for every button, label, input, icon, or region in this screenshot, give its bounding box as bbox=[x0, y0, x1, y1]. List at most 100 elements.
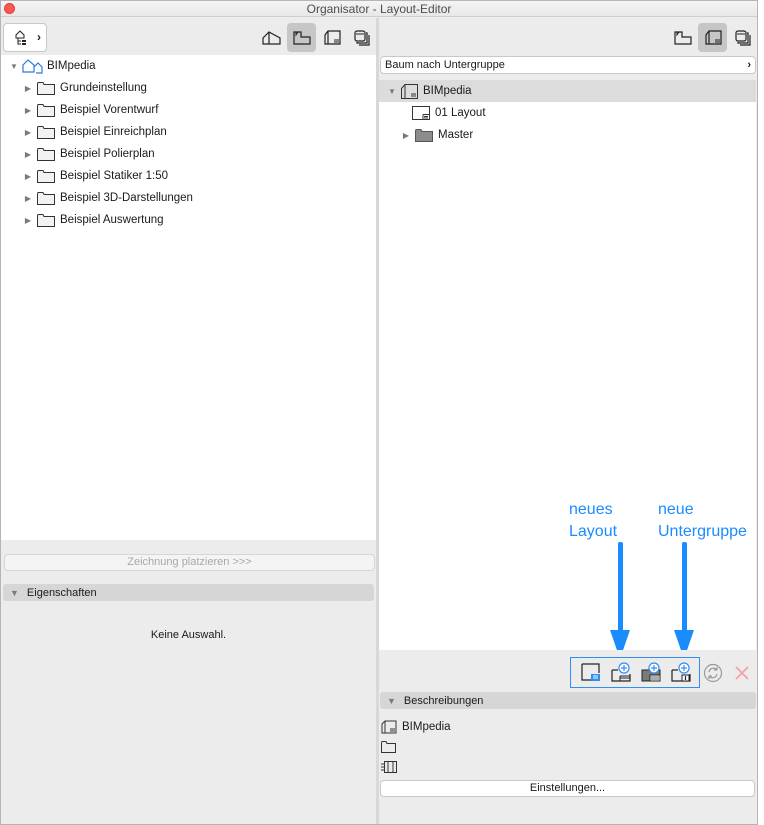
new-master-button[interactable] bbox=[640, 662, 662, 684]
tree-item[interactable]: ▶ Beispiel Vorentwurf bbox=[1, 99, 376, 121]
tree-item-label: Beispiel 3D-Darstellungen bbox=[60, 192, 193, 204]
chevron-right-icon: › bbox=[37, 30, 41, 44]
description-label: BIMpedia bbox=[402, 721, 451, 733]
description-row bbox=[381, 757, 397, 777]
project-tree-icon bbox=[15, 30, 26, 45]
tree-item-label: Grundeinstellung bbox=[60, 82, 147, 94]
layout-tree-root-label: BIMpedia bbox=[423, 85, 472, 97]
view-map-icon bbox=[673, 30, 692, 45]
tree-item-label: Beispiel Vorentwurf bbox=[60, 104, 159, 116]
tree-item[interactable]: ▶ Beispiel 3D-Darstellungen bbox=[1, 187, 376, 209]
disclosure-collapsed-icon[interactable]: ▶ bbox=[24, 215, 32, 225]
place-drawing-button[interactable]: Zeichnung platzieren >>> bbox=[4, 554, 375, 571]
disclosure-collapsed-icon[interactable]: ▶ bbox=[24, 127, 32, 137]
arrow-down-icon bbox=[674, 542, 694, 659]
folder-icon bbox=[381, 741, 396, 753]
layout-book-icon bbox=[323, 29, 341, 45]
new-subset-button[interactable] bbox=[610, 662, 632, 684]
tree-item-label: Beispiel Polierplan bbox=[60, 148, 155, 160]
tree-root-row[interactable]: ▼ BIMpedia bbox=[1, 55, 376, 77]
disclosure-collapsed-icon[interactable]: ▶ bbox=[24, 83, 32, 93]
left-panel: › bbox=[1, 18, 377, 824]
arrow-down-icon bbox=[610, 542, 630, 659]
properties-header[interactable]: ▼ Eigenschaften bbox=[3, 584, 374, 601]
folder-icon bbox=[37, 147, 55, 161]
folder-icon bbox=[37, 125, 55, 139]
properties-header-label: Eigenschaften bbox=[26, 586, 97, 599]
annotation-new-subset: neue Untergruppe bbox=[658, 501, 747, 540]
project-map-icon bbox=[261, 30, 281, 45]
folder-icon bbox=[37, 213, 55, 227]
view-map-icon bbox=[292, 30, 311, 45]
publisher-sets-icon bbox=[734, 29, 751, 46]
project-root-icon bbox=[22, 59, 43, 74]
layout-book-button[interactable] bbox=[317, 23, 346, 52]
layout-tree-item[interactable]: 01 Layout bbox=[379, 102, 756, 124]
new-subset-alt-button[interactable] bbox=[670, 662, 692, 684]
tree-navigator-button[interactable]: › bbox=[3, 23, 47, 52]
layout-book-icon bbox=[401, 83, 418, 99]
publisher-sets-button[interactable] bbox=[347, 23, 376, 52]
layout-bottom-toolbar bbox=[379, 650, 756, 690]
panel-splitter[interactable] bbox=[376, 18, 379, 824]
layout-tree-item[interactable]: ▶ Master bbox=[379, 124, 756, 146]
tree-mode-value: Baum nach Untergruppe bbox=[385, 59, 505, 71]
publisher-sets-button[interactable] bbox=[728, 23, 757, 52]
folder-icon bbox=[37, 103, 55, 117]
master-folder-icon bbox=[415, 128, 433, 142]
view-map-button[interactable] bbox=[287, 23, 316, 52]
tree-item[interactable]: ▶ Beispiel Polierplan bbox=[1, 143, 376, 165]
layout-tree: ▼ BIMpedia 01 Layout ▶ Master bbox=[379, 80, 756, 650]
disclosure-collapsed-icon[interactable]: ▶ bbox=[24, 105, 32, 115]
publisher-sets-icon bbox=[353, 29, 370, 46]
folder-icon bbox=[37, 81, 55, 95]
title-bar: Organisator - Layout-Editor bbox=[1, 1, 757, 17]
disclosure-expanded-icon[interactable]: ▼ bbox=[387, 695, 396, 706]
window-title: Organisator - Layout-Editor bbox=[306, 2, 452, 16]
tree-item[interactable]: ▶ Beispiel Einreichplan bbox=[1, 121, 376, 143]
close-window-button[interactable] bbox=[4, 3, 15, 14]
tree-item[interactable]: ▶ Grundeinstellung bbox=[1, 77, 376, 99]
disclosure-expanded-icon[interactable]: ▼ bbox=[10, 587, 19, 598]
layout-icon bbox=[412, 106, 430, 120]
layout-tree-root-row[interactable]: ▼ BIMpedia bbox=[379, 80, 756, 102]
disclosure-collapsed-icon[interactable]: ▶ bbox=[24, 193, 32, 203]
folder-icon bbox=[37, 169, 55, 183]
settings-button[interactable]: Einstellungen... bbox=[380, 780, 755, 797]
disclosure-collapsed-icon[interactable]: ▶ bbox=[402, 130, 410, 140]
layout-book-icon bbox=[704, 29, 722, 45]
disclosure-expanded-icon[interactable]: ▼ bbox=[388, 86, 396, 96]
delete-button[interactable] bbox=[731, 662, 753, 684]
tree-item[interactable]: ▶ Beispiel Statiker 1:50 bbox=[1, 165, 376, 187]
left-toolbar: › bbox=[1, 18, 377, 55]
annotation-new-layout: neues Layout bbox=[569, 501, 618, 540]
disclosure-collapsed-icon[interactable]: ▶ bbox=[24, 149, 32, 159]
tree-item-label: Beispiel Auswertung bbox=[60, 214, 164, 226]
folder-icon bbox=[37, 191, 55, 205]
descriptions-header-label: Beschreibungen bbox=[403, 694, 484, 707]
disclosure-collapsed-icon[interactable]: ▶ bbox=[24, 171, 32, 181]
description-row bbox=[381, 737, 396, 757]
description-row: BIMpedia bbox=[381, 717, 451, 737]
tree-root-label: BIMpedia bbox=[47, 60, 96, 72]
tree-mode-dropdown[interactable]: Baum nach Untergruppe › bbox=[380, 56, 756, 74]
right-panel: Baum nach Untergruppe › ▼ BIMpedia 01 La… bbox=[379, 18, 759, 824]
view-map-button[interactable] bbox=[668, 23, 697, 52]
chevron-right-icon: › bbox=[747, 59, 751, 71]
layout-tree-item-label: Master bbox=[438, 129, 474, 141]
layout-book-button[interactable] bbox=[698, 23, 727, 52]
descriptions-header[interactable]: ▼ Beschreibungen bbox=[380, 692, 756, 709]
new-layout-button[interactable] bbox=[580, 662, 602, 684]
tree-item[interactable]: ▶ Beispiel Auswertung bbox=[1, 209, 376, 231]
layout-book-icon bbox=[381, 720, 397, 734]
layout-tree-item-label: 01 Layout bbox=[435, 107, 486, 119]
tree-item-label: Beispiel Einreichplan bbox=[60, 126, 167, 138]
refresh-button[interactable] bbox=[702, 662, 724, 684]
tree-item-label: Beispiel Statiker 1:50 bbox=[60, 170, 169, 182]
project-map-button[interactable] bbox=[257, 23, 286, 52]
no-selection-text: Keine Auswahl. bbox=[150, 629, 227, 641]
disclosure-expanded-icon[interactable]: ▼ bbox=[10, 61, 18, 71]
highlight-box bbox=[570, 657, 700, 688]
master-layout-icon bbox=[381, 761, 397, 773]
